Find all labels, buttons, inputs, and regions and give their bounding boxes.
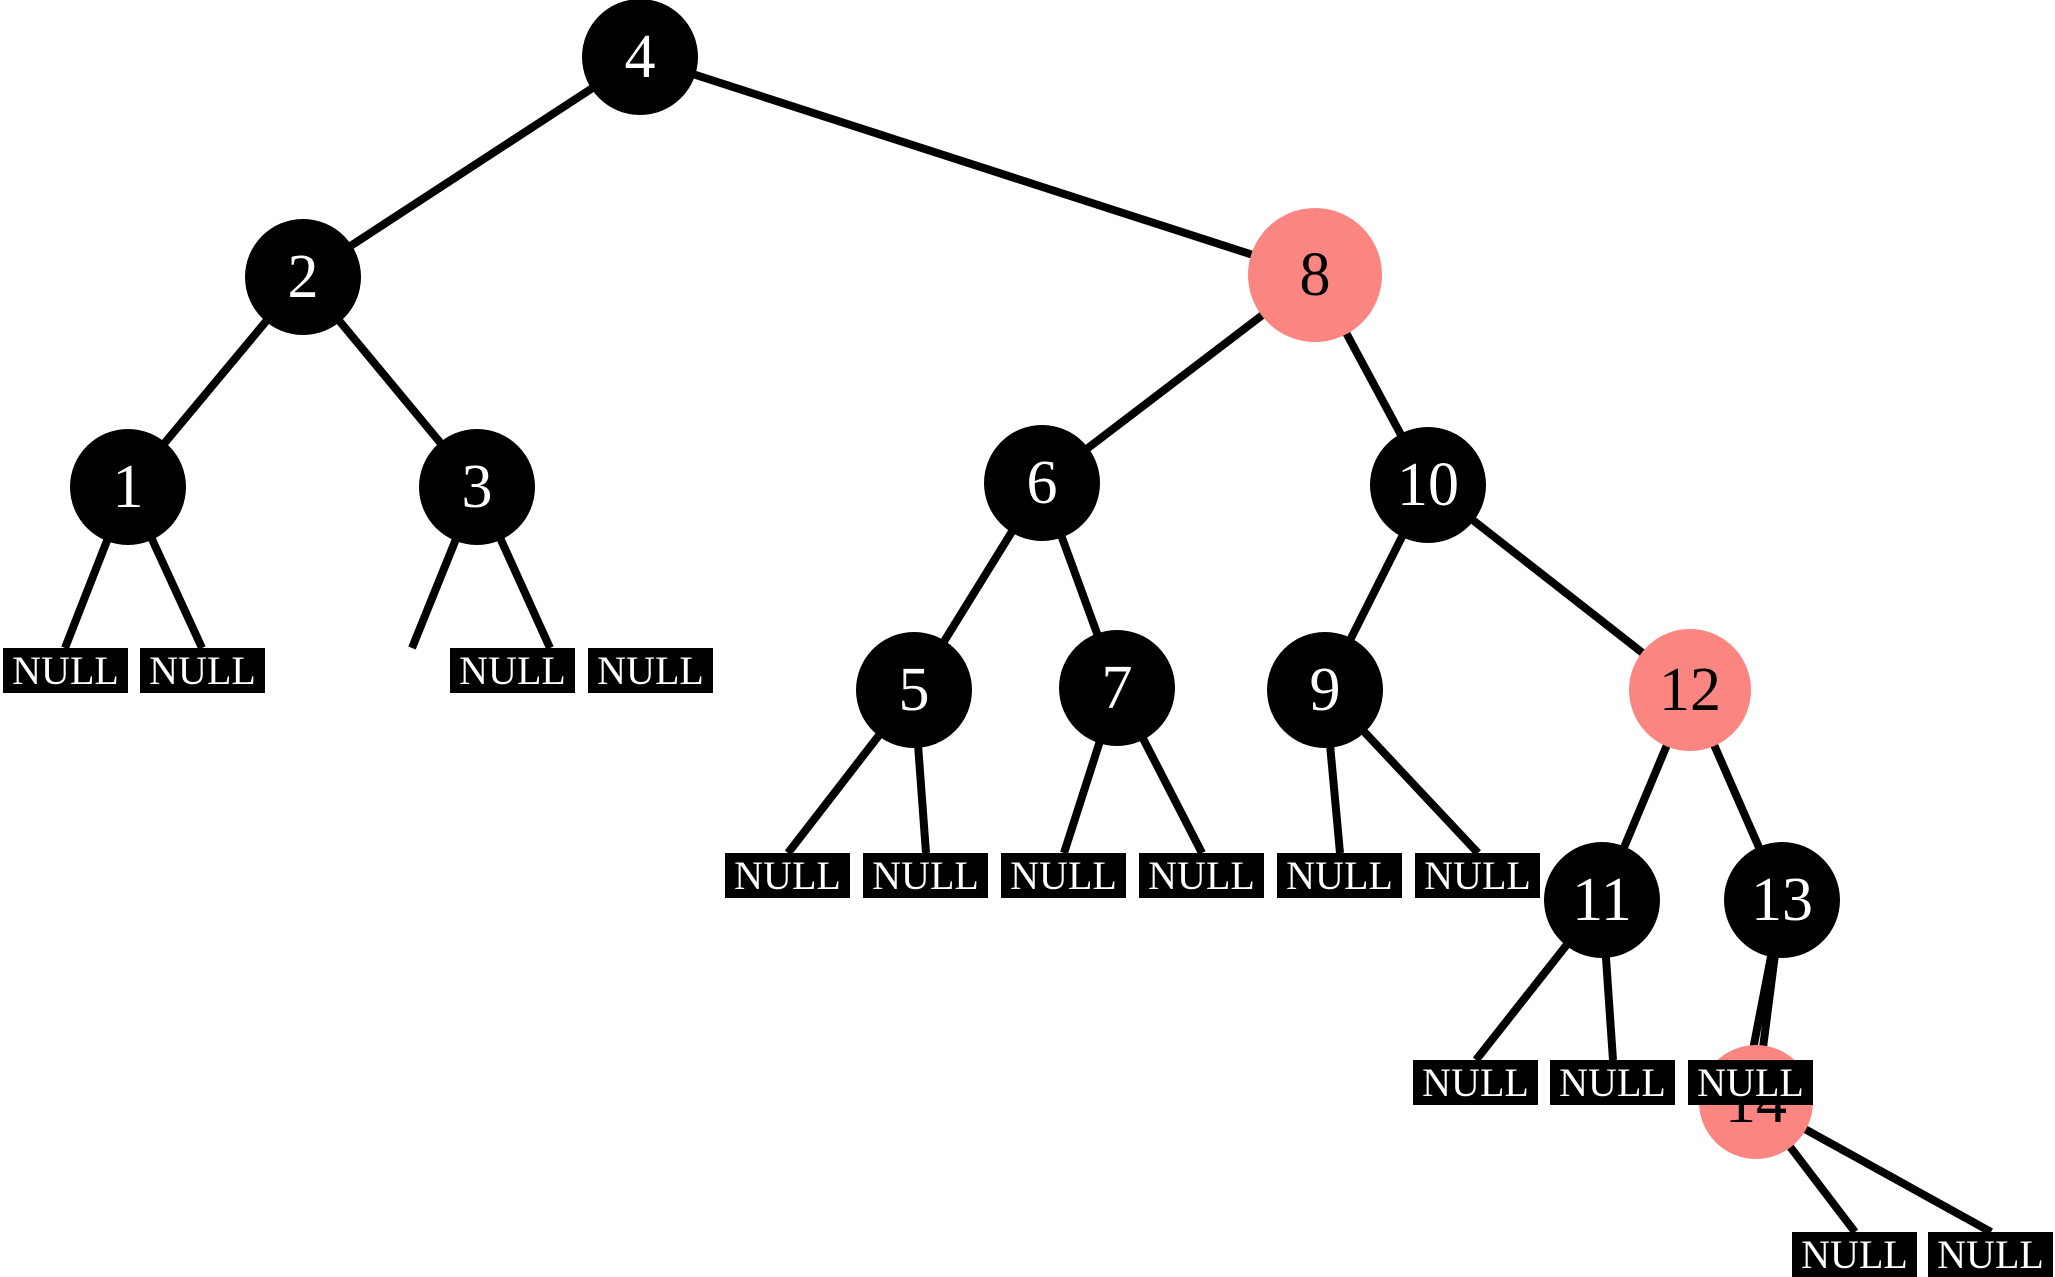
tree-null-leaf-null6: NULL — [863, 853, 988, 898]
tree-node-5[interactable]: 5 — [856, 632, 972, 748]
tree-node-12[interactable]: 12 — [1629, 629, 1751, 751]
tree-null-leaf-null3: NULL — [450, 648, 575, 693]
tree-null-leaf-null11: NULL — [1413, 1060, 1538, 1105]
tree-node-2[interactable]: 2 — [245, 219, 361, 335]
tree-null-leaf-null12: NULL — [1550, 1060, 1675, 1105]
tree-null-leaf-null15: NULL — [1928, 1232, 2053, 1277]
tree-null-leaf-null5: NULL — [725, 853, 850, 898]
tree-node-11[interactable]: 11 — [1544, 842, 1660, 958]
tree-node-9[interactable]: 9 — [1267, 632, 1383, 748]
tree-node-6[interactable]: 6 — [984, 425, 1100, 541]
tree-node-1[interactable]: 1 — [70, 429, 186, 545]
tree-node-8[interactable]: 8 — [1248, 208, 1382, 342]
tree-null-leaf-null4: NULL — [588, 648, 713, 693]
tree-node-13[interactable]: 13 — [1724, 842, 1840, 958]
tree-node-7[interactable]: 7 — [1059, 630, 1175, 746]
tree-edge-e-4-8 — [638, 53, 1317, 279]
tree-edge-e-4-2 — [300, 53, 643, 281]
tree-null-leaf-null13: NULL — [1688, 1060, 1813, 1105]
tree-node-4[interactable]: 4 — [582, 0, 698, 115]
tree-null-leaf-null9: NULL — [1277, 853, 1402, 898]
tree-null-leaf-null14: NULL — [1792, 1232, 1917, 1277]
tree-null-leaf-null8: NULL — [1139, 853, 1264, 898]
tree-null-leaf-null7: NULL — [1001, 853, 1126, 898]
tree-null-leaf-null1: NULL — [3, 648, 128, 693]
tree-node-3[interactable]: 3 — [419, 429, 535, 545]
tree-null-leaf-null10: NULL — [1415, 853, 1540, 898]
tree-null-leaf-null2: NULL — [140, 648, 265, 693]
tree-node-10[interactable]: 10 — [1370, 427, 1486, 543]
